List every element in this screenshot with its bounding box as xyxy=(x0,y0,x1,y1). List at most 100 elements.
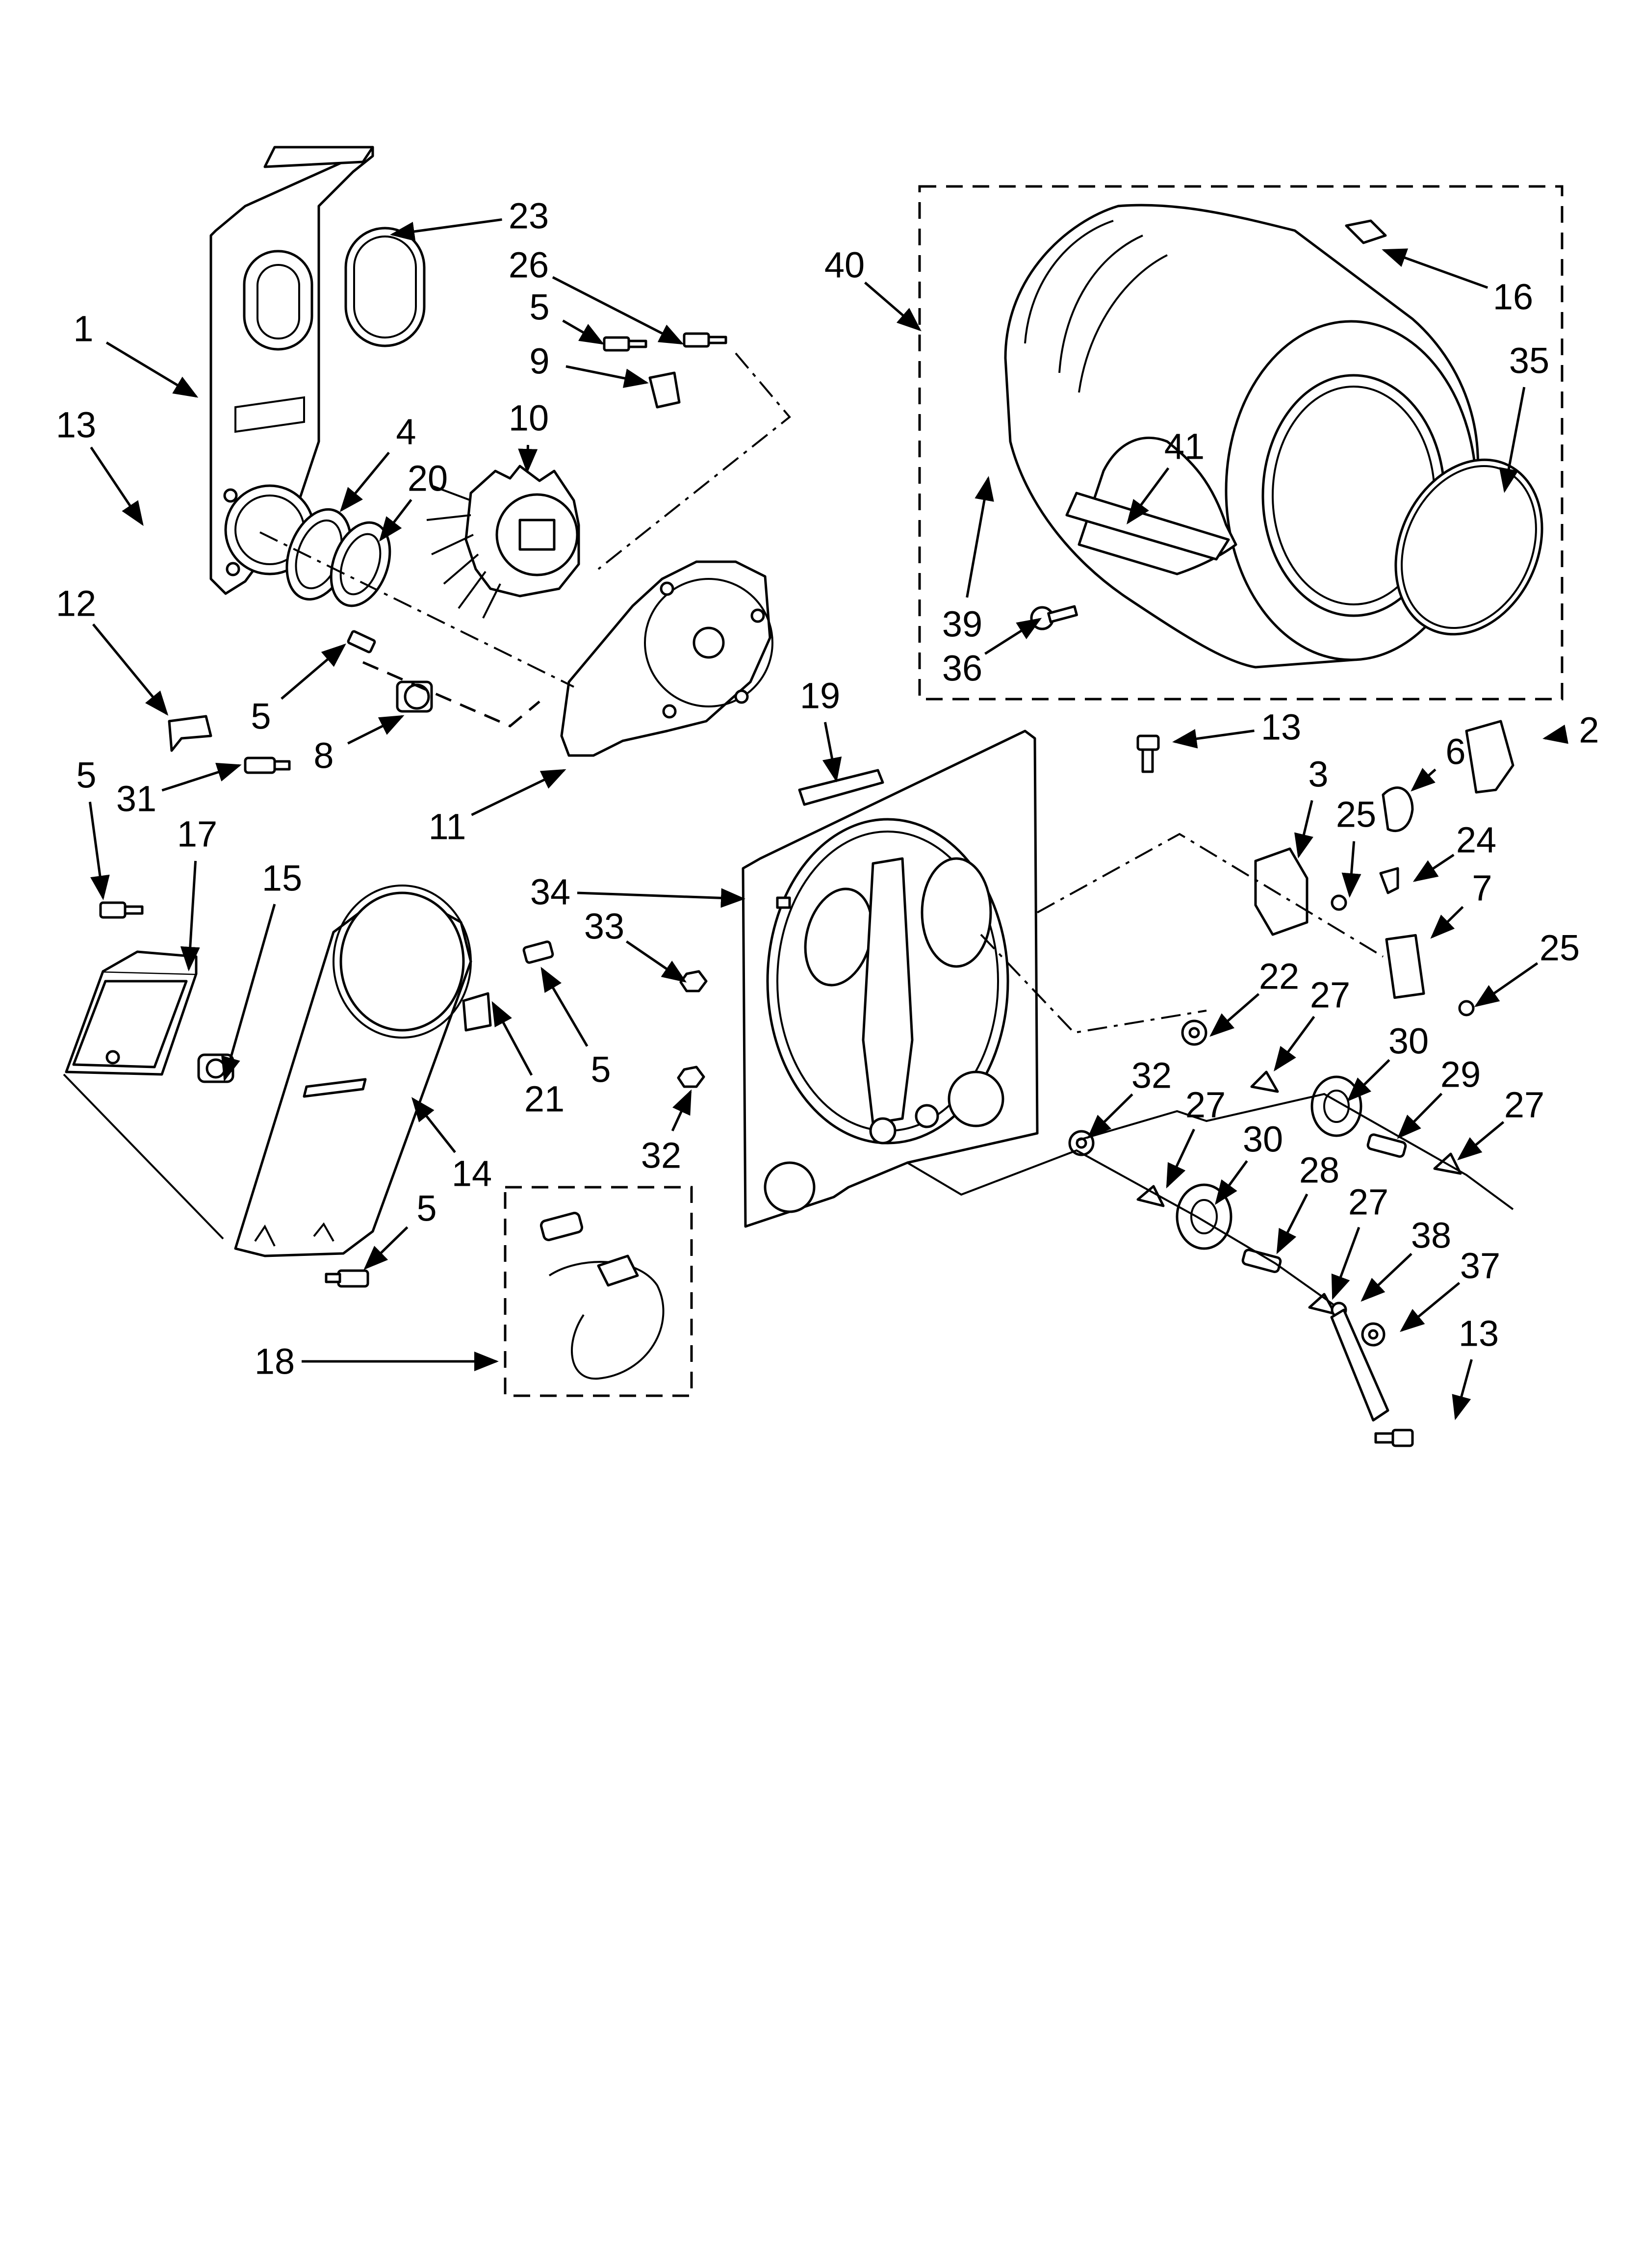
callout-number: 23 xyxy=(509,196,549,236)
callout-number: 5 xyxy=(590,1049,611,1090)
drum-seal-35 xyxy=(1394,458,1543,636)
callout-c37: 37 xyxy=(1400,1246,1500,1332)
callout-number: 13 xyxy=(1261,707,1301,748)
callout-number: 24 xyxy=(1456,820,1496,860)
callout-number: 12 xyxy=(56,583,96,624)
callout-number: 20 xyxy=(408,458,448,499)
bracket-7 xyxy=(1385,934,1425,999)
callout-c13a: 13 xyxy=(56,405,144,526)
screw-5e xyxy=(325,1269,369,1288)
callout-leader xyxy=(966,476,994,598)
screw-5b xyxy=(347,630,376,653)
callout-c33: 33 xyxy=(584,906,687,983)
callout-leader xyxy=(822,722,842,782)
callout-c18: 18 xyxy=(255,1341,499,1382)
callout-c41: 41 xyxy=(1127,426,1205,525)
callout-c30a: 30 xyxy=(1347,1021,1429,1102)
callout-number: 14 xyxy=(452,1153,492,1194)
callout-leader xyxy=(88,802,110,900)
callout-c19: 19 xyxy=(800,676,842,782)
callout-number: 5 xyxy=(251,696,271,737)
callout-leader xyxy=(1400,1282,1461,1332)
callout-number: 27 xyxy=(1310,975,1350,1016)
callout-c12: 12 xyxy=(56,583,169,716)
housing-3 xyxy=(1254,847,1308,936)
callout-number: 1 xyxy=(73,309,93,349)
drum-assembly-40-box xyxy=(918,185,1564,701)
blower-housing xyxy=(560,560,773,757)
callout-number: 27 xyxy=(1348,1182,1388,1223)
callout-number: 10 xyxy=(509,398,549,439)
callout-leader xyxy=(1294,800,1313,859)
callout-c5b: 5 xyxy=(251,643,346,737)
callout-number: 27 xyxy=(1185,1085,1226,1125)
callout-leader xyxy=(1331,1226,1360,1300)
callout-number: 30 xyxy=(1388,1021,1429,1062)
callout-leader xyxy=(1382,248,1488,289)
callout-c5d: 5 xyxy=(540,966,611,1090)
clip-12 xyxy=(168,715,212,752)
callout-c40: 40 xyxy=(824,245,922,332)
bearing-29 xyxy=(1366,1133,1407,1158)
callout-c25a: 25 xyxy=(1336,794,1376,898)
callout-number: 13 xyxy=(56,405,96,445)
callout-leader xyxy=(1274,1016,1315,1072)
callout-c5a: 5 xyxy=(529,287,605,345)
callout-leader xyxy=(161,762,242,792)
callout-c13c: 13 xyxy=(1452,1313,1499,1420)
blower-wheel xyxy=(426,465,580,619)
callout-c27c: 27 xyxy=(1166,1085,1226,1189)
blower-seal-ring xyxy=(285,508,391,607)
bearing-28 xyxy=(1241,1249,1282,1274)
callout-leader xyxy=(1215,1160,1248,1205)
callout-number: 17 xyxy=(177,814,217,855)
callout-leader xyxy=(518,444,538,473)
lamp-6 xyxy=(1382,786,1414,833)
bracket-21 xyxy=(462,992,492,1032)
callout-leader xyxy=(1209,993,1260,1037)
thermostat-8 xyxy=(362,661,540,728)
callout-leader xyxy=(1341,841,1361,898)
callout-c1: 1 xyxy=(73,309,199,398)
callout-leader xyxy=(626,940,687,983)
callout-c32b: 32 xyxy=(641,1089,692,1176)
roller-bracket xyxy=(1330,1308,1389,1422)
callout-c6: 6 xyxy=(1411,731,1466,792)
callout-c3: 3 xyxy=(1294,754,1329,859)
callout-leader xyxy=(1452,1359,1473,1420)
callout-leader xyxy=(281,643,346,700)
callout-c26: 26 xyxy=(509,245,684,345)
callout-number: 38 xyxy=(1411,1215,1451,1256)
callout-leader xyxy=(92,623,169,716)
callout-c23: 23 xyxy=(390,196,549,241)
callout-c7: 7 xyxy=(1430,868,1492,939)
callout-number: 22 xyxy=(1259,956,1299,997)
callout-leader xyxy=(363,1226,409,1270)
screw-25b xyxy=(1458,1000,1475,1017)
callout-leader xyxy=(1499,387,1526,493)
bulkhead-screw-13 xyxy=(1136,734,1160,773)
callout-number: 5 xyxy=(529,287,549,328)
callout-leader xyxy=(1360,1252,1412,1302)
glide-19 xyxy=(798,769,884,806)
callout-c14: 14 xyxy=(411,1097,492,1194)
screw-25a xyxy=(1331,894,1347,911)
washer-37 xyxy=(1361,1322,1385,1347)
callout-leader xyxy=(390,218,502,241)
callout-c9: 9 xyxy=(529,341,649,388)
screw-13c xyxy=(1374,1429,1414,1447)
callout-number: 5 xyxy=(76,755,96,796)
callout-leader xyxy=(105,341,199,398)
callout-leader xyxy=(411,1097,456,1153)
callout-c38: 38 xyxy=(1360,1215,1451,1302)
duct-leader-line xyxy=(63,1073,224,1240)
heater-element-17 xyxy=(65,950,198,1076)
callout-leader xyxy=(1457,1121,1505,1161)
callout-c16: 16 xyxy=(1382,248,1533,317)
callout-c27a: 27 xyxy=(1274,975,1350,1072)
callout-leader xyxy=(540,966,589,1047)
lens-2 xyxy=(1465,720,1514,794)
callout-c11: 11 xyxy=(429,769,566,847)
roller-axis-lines xyxy=(906,1093,1514,1306)
callout-number: 18 xyxy=(255,1341,295,1382)
